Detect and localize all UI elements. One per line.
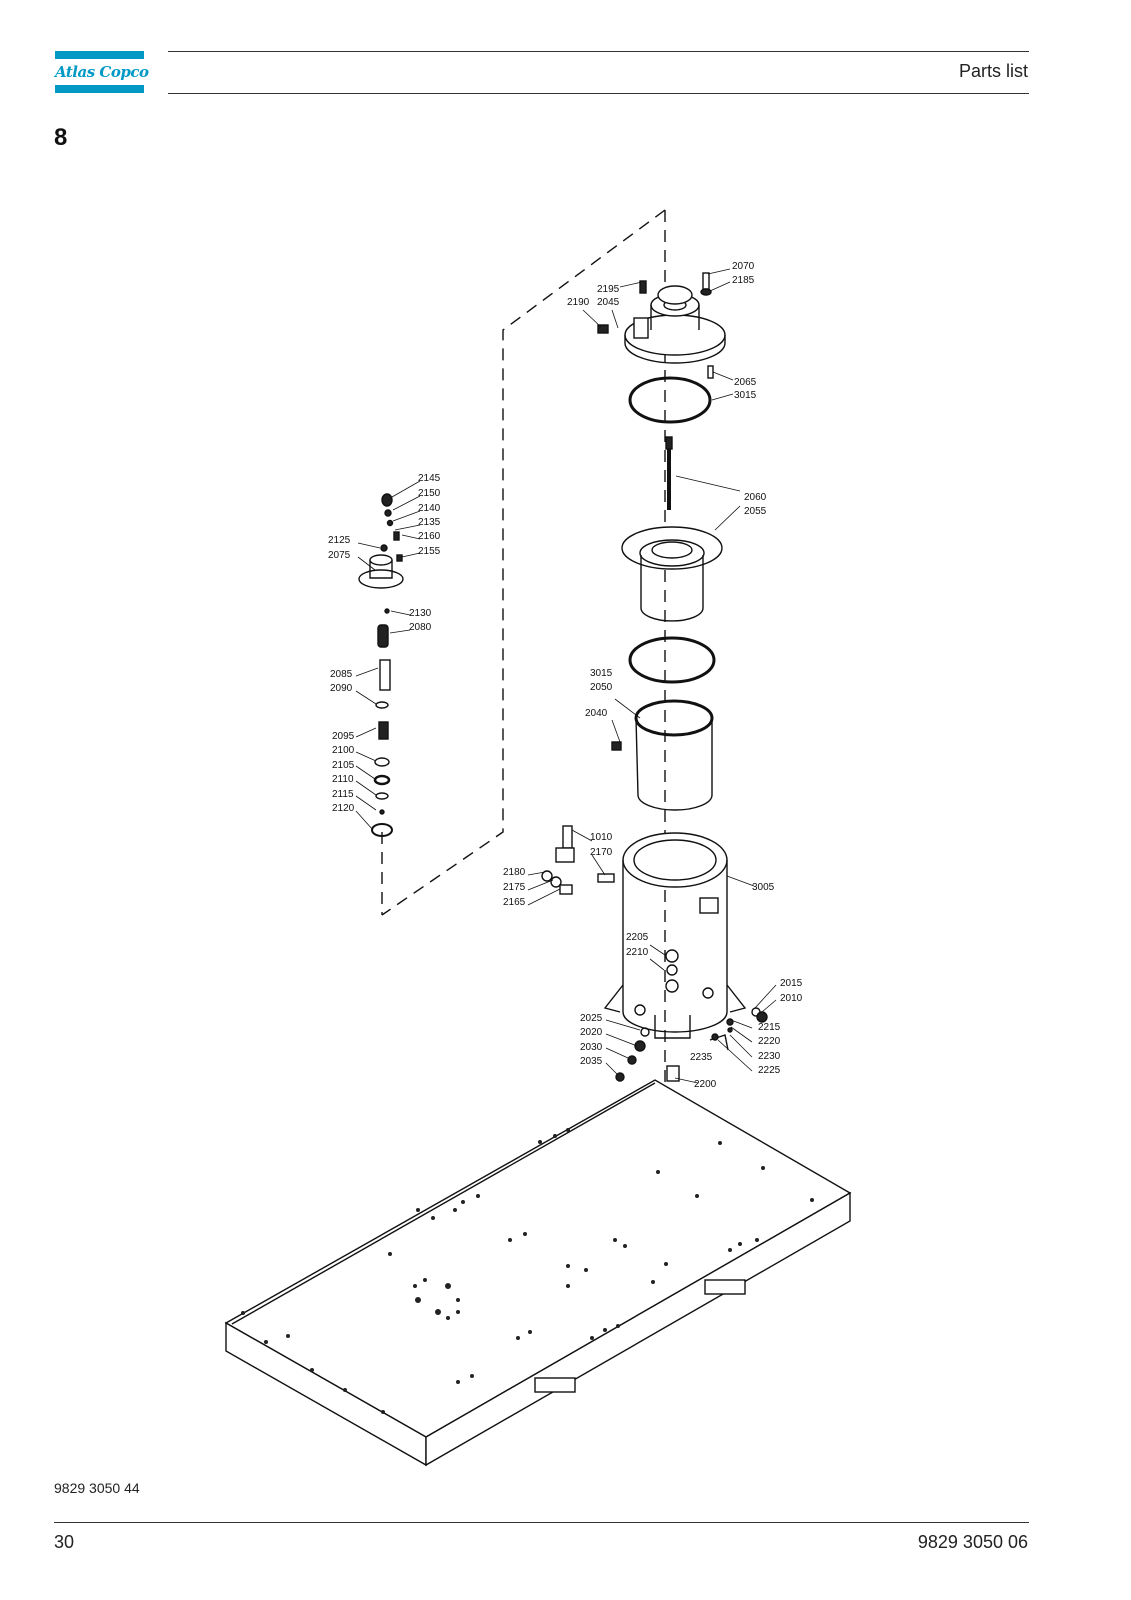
logo-bar-bottom — [55, 85, 144, 93]
rod-2060 — [665, 436, 673, 510]
part-label-2010: 2010 — [780, 993, 803, 1004]
o-ring-3015-top — [628, 376, 712, 424]
part-label-2140: 2140 — [418, 503, 441, 514]
part-label-2090: 2090 — [330, 683, 353, 694]
part-label-2215: 2215 — [758, 1022, 781, 1033]
page-title: Parts list — [958, 61, 1028, 81]
part-label-2035: 2035 — [580, 1056, 603, 1067]
footer-rule — [54, 1522, 1029, 1523]
part-label-2230: 2230 — [758, 1051, 781, 1062]
part-label-2210: 2210 — [626, 947, 649, 958]
part-label-2050: 2050 — [590, 682, 613, 693]
valve-subassembly-left — [358, 493, 404, 837]
assembly-dash-lines — [381, 209, 666, 1265]
header-rule-bottom — [168, 93, 1029, 94]
part-label-2115: 2115 — [332, 789, 354, 800]
part-label-2165: 2165 — [503, 897, 526, 908]
part-label-2170: 2170 — [590, 847, 613, 858]
part-label-2155: 2155 — [418, 546, 441, 557]
part-label-3015-top: 3015 — [734, 390, 757, 401]
part-label-2015: 2015 — [780, 978, 803, 989]
part-label-2135: 2135 — [418, 517, 441, 528]
part-label-2225: 2225 — [758, 1065, 781, 1076]
part-label-2055: 2055 — [744, 506, 767, 517]
logo-wordmark: Atlas Copco — [55, 63, 149, 81]
part-label-2185: 2185 — [732, 275, 755, 286]
part-label-2120: 2120 — [332, 803, 355, 814]
part-label-2200: 2200 — [694, 1079, 717, 1090]
part-label-2160: 2160 — [418, 531, 441, 542]
base-frame — [224, 1079, 852, 1467]
atlas-copco-logo: Atlas Copco — [55, 51, 149, 93]
part-label-2060: 2060 — [744, 492, 767, 503]
part-label-2030: 2030 — [580, 1042, 603, 1053]
part-label-2020: 2020 — [580, 1027, 603, 1038]
o-ring-3015-mid — [628, 636, 716, 684]
part-label-2105: 2105 — [332, 760, 355, 771]
leader-lines — [355, 268, 777, 1084]
part-label-2080: 2080 — [409, 622, 432, 633]
top-cover-part — [597, 272, 726, 379]
part-label-2190: 2190 — [567, 297, 590, 308]
part-label-2025: 2025 — [580, 1013, 603, 1024]
vessel-body-3005 — [603, 832, 747, 1039]
part-label-3015-mid: 3015 — [590, 668, 613, 679]
part-label-2235: 2235 — [690, 1052, 713, 1063]
base-frame-holes — [241, 1128, 814, 1414]
part-label-2065: 2065 — [734, 377, 757, 388]
part-label-2195: 2195 — [597, 284, 620, 295]
header-rule-top — [168, 51, 1029, 52]
part-label-2220: 2220 — [758, 1036, 781, 1047]
part-label-2040: 2040 — [585, 708, 608, 719]
part-label-2205: 2205 — [626, 932, 649, 943]
part-label-2070: 2070 — [732, 261, 755, 272]
part-label-1010: 1010 — [590, 832, 613, 843]
part-label-2045: 2045 — [597, 297, 620, 308]
part-label-3005: 3005 — [752, 882, 775, 893]
part-label-2180: 2180 — [503, 867, 526, 878]
part-label-2125: 2125 — [328, 535, 351, 546]
section-number: 8 — [54, 124, 68, 151]
part-label-2145: 2145 — [418, 473, 441, 484]
part-label-2175: 2175 — [503, 882, 526, 893]
filter-head-2055 — [621, 526, 723, 622]
part-label-2075: 2075 — [328, 550, 351, 561]
part-label-2130: 2130 — [409, 608, 432, 619]
part-label-2085: 2085 — [330, 669, 353, 680]
logo-bar-top — [55, 51, 144, 59]
part-label-2100: 2100 — [332, 745, 355, 756]
part-label-2095: 2095 — [332, 731, 355, 742]
page-number: 30 — [54, 1532, 75, 1552]
filter-cylinder-2050 — [611, 699, 714, 811]
drawing-reference-number: 9829 3050 44 — [54, 1480, 140, 1496]
drain-fittings — [615, 1007, 768, 1082]
document-number: 9829 3050 06 — [917, 1532, 1028, 1552]
part-label-2110: 2110 — [332, 774, 354, 785]
part-label-2150: 2150 — [418, 488, 441, 499]
safety-valve-1010 — [541, 825, 615, 895]
